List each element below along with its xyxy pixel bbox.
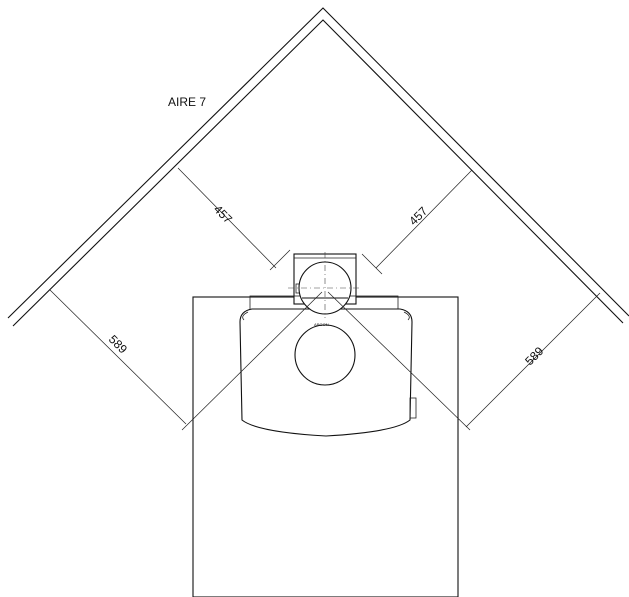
unit-brand-text: ARGON: [314, 322, 329, 327]
dimension-upper-right: 457: [406, 204, 430, 228]
corner-walls: [7, 7, 629, 327]
area-label: AIRE 7: [168, 95, 206, 109]
flue-pipe: [288, 252, 362, 318]
dimension-lower-right: 589: [522, 344, 546, 368]
reference-lines: [181, 291, 471, 431]
dimension-lines: [49, 167, 601, 428]
dimension-lower-left: 589: [106, 332, 130, 356]
top-outlet-circle: [294, 324, 356, 386]
